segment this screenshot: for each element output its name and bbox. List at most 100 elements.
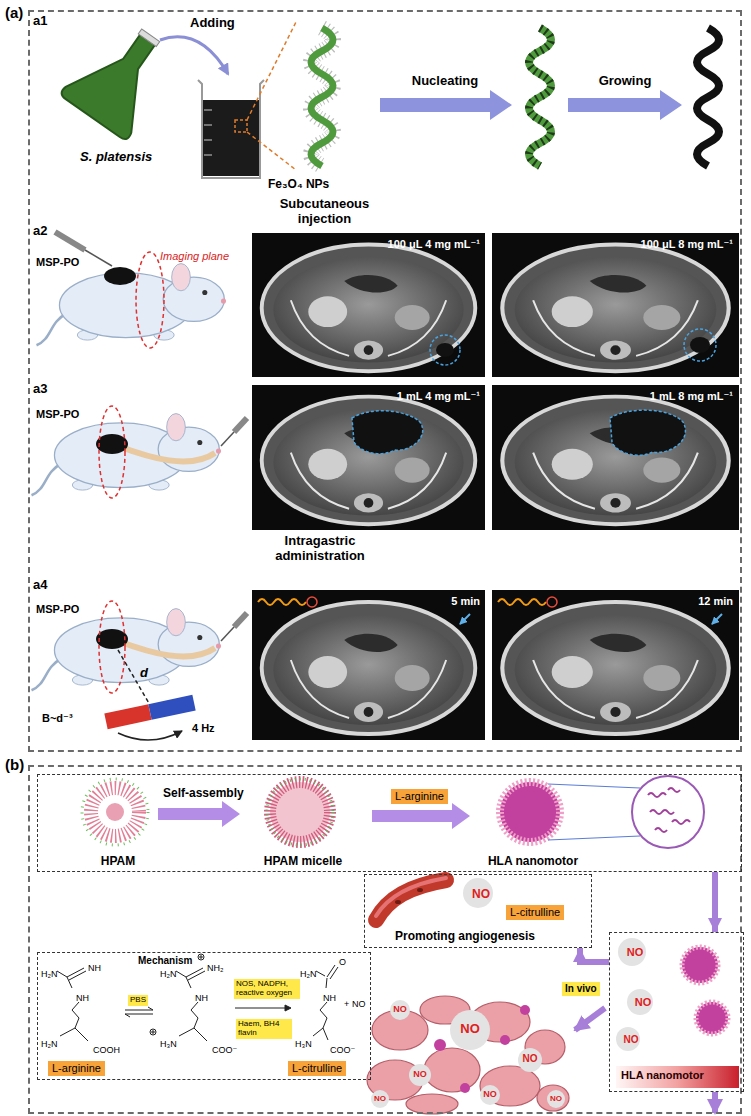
condition-tag: NOS, NADPH, reactive oxygen: [234, 979, 300, 999]
time-label: 12 min: [698, 595, 733, 608]
atom-label: H₂N: [41, 1039, 58, 1049]
chemical-structure: [57, 954, 338, 1041]
condition-tag: PBS: [128, 995, 148, 1006]
atom-label: COOH: [93, 1045, 120, 1055]
plus-sign: +: [344, 999, 349, 1009]
flow-arrow: [580, 948, 609, 962]
route-label: Intragastric administration: [250, 534, 390, 564]
atom-label: NH: [195, 993, 208, 1003]
frequency-label: 4 Hz: [192, 722, 215, 735]
synthesis-box: Self-assemblyHPAM HPAM micelle HLA nanomot…: [37, 774, 742, 872]
panel-label: a2: [33, 224, 47, 239]
atom-label: COO⁻: [212, 1045, 237, 1055]
figure-panel: (a): [28, 10, 742, 752]
dose-label: 1 mL 8 mg mL⁻¹: [650, 390, 733, 403]
effect-box: Promoting angiogenesis NO L-citrulline: [364, 874, 592, 948]
spirulina-spiral: [311, 28, 719, 166]
beaker: [198, 22, 296, 178]
atom-label: COO⁻: [330, 1045, 355, 1055]
dose-label: 1 mL 4 mg mL⁻¹: [397, 390, 480, 403]
step-label: Adding: [190, 16, 235, 31]
molecule-label: NO: [472, 888, 490, 902]
material-label: MSP-PO: [36, 256, 79, 269]
condition-tag: Haem, BH4 flavin: [236, 1019, 292, 1039]
text-label: L-arginine: [395, 790, 444, 803]
condition-text: Haem, BH4 flavin: [238, 1020, 290, 1038]
material-label: HPAM micelle: [264, 855, 342, 869]
atom-label: H₂N: [300, 969, 317, 979]
material-label: MSP-PO: [36, 603, 79, 616]
text-label: L-arginine: [52, 1062, 101, 1075]
flask: [59, 12, 184, 141]
panel-label: a3: [33, 382, 47, 397]
atom-label: NH₂: [207, 963, 224, 973]
distance-label: d: [140, 666, 148, 681]
process-arrow: [380, 90, 512, 120]
molecule-label: NO: [635, 996, 652, 1009]
dose-label: 100 μL 8 mg mL⁻¹: [641, 238, 733, 251]
nanomotor-illustration: [616, 938, 728, 1051]
atom-label: H₃N: [295, 1039, 312, 1049]
reagent-tag: L-citrulline: [506, 905, 564, 920]
molecule-label: NO: [624, 1034, 639, 1046]
bar-label: HLA nanomotor: [621, 1069, 704, 1082]
molecule-label: NO: [550, 1094, 562, 1103]
panel-label: a1: [33, 14, 47, 29]
process-arrow: [568, 90, 682, 120]
box-heading: Mechanism: [138, 955, 192, 967]
condition-text: PBS: [130, 996, 146, 1005]
process-arrow: [712, 1092, 718, 1113]
reagent-tag: L-arginine: [48, 1061, 105, 1076]
mechanism-box: MechanismH₂N NH NH H₂N COOH H₂N NH₂ NH H₃N COO⁻ H₂…: [37, 952, 371, 1080]
condition-text: NOS, NADPH, reactive oxygen: [236, 980, 298, 998]
process-arrow: [575, 1008, 605, 1030]
step-label: Growing: [599, 74, 652, 89]
molecule-label: NO: [352, 999, 366, 1009]
plane-label: Imaging plane: [160, 250, 229, 263]
molecule-label: NO: [460, 1022, 480, 1037]
dose-label: 100 μL 4 mg mL⁻¹: [388, 238, 480, 251]
figure-panel: (b)Self-assemblyHPAMHPAM micelleHLA nano…: [28, 765, 742, 1114]
atom-label: O: [339, 957, 346, 967]
blood-vessel: [376, 878, 493, 920]
species-label: S. platensis: [80, 150, 152, 165]
atom-label: H₂N: [160, 969, 177, 979]
material-label: Fe₃O₄ NPs: [268, 178, 329, 192]
field-label: B~d⁻³: [42, 712, 73, 725]
gradient-bar: HLA nanomotor: [616, 1066, 739, 1088]
material-label: MSP-PO: [36, 408, 79, 421]
molecule-label: NO: [413, 1069, 427, 1079]
material-label: HPAM: [101, 855, 135, 869]
mouse-illustration: [32, 232, 248, 740]
condition-tag: In vivo: [562, 982, 600, 996]
mri-image: [252, 233, 739, 740]
molecule-label: NO: [374, 1094, 386, 1103]
tumor-cells: [367, 996, 569, 1114]
reagent-tag: L-arginine: [391, 789, 448, 804]
atom-label: H₃N: [160, 1039, 177, 1049]
text-label: L-citrulline: [510, 906, 560, 919]
atom-label: H₂N: [41, 969, 58, 979]
atom-label: NH: [323, 993, 336, 1003]
molecule-label: NO: [523, 1053, 538, 1065]
nanomotor-box: NONONOHLA nanomotor: [609, 932, 744, 1092]
adding-arrow: [160, 37, 228, 74]
effect-label: Promoting angiogenesis: [395, 930, 535, 944]
material-label: HLA nanomotor: [488, 855, 578, 869]
molecule-label: NO: [393, 1004, 407, 1014]
route-label: Subcutaneous injection: [262, 197, 387, 227]
panel-label: (b): [5, 756, 24, 773]
panel-label: (a): [5, 4, 23, 21]
flow-arrow: [712, 872, 718, 932]
atom-label: NH: [76, 993, 89, 1003]
text-label: In vivo: [565, 983, 597, 995]
step-label: Self-assembly: [163, 787, 244, 801]
polymer-illustration: [82, 776, 704, 848]
step-label: Nucleating: [412, 74, 478, 89]
reagent-tag: L-citrulline: [288, 1061, 346, 1076]
atom-label: NH: [88, 963, 101, 973]
text-label: L-citrulline: [292, 1062, 342, 1075]
time-label: 5 min: [451, 595, 480, 608]
panel-label: a4: [33, 578, 47, 593]
molecule-label: NO: [483, 1089, 497, 1099]
